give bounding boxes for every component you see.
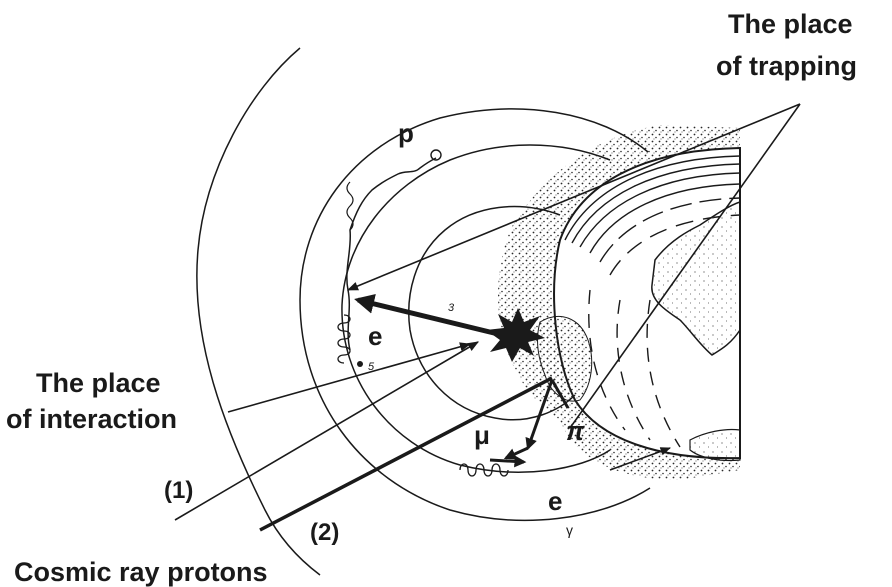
electron-dot	[357, 361, 363, 367]
mark-5: 5	[368, 361, 375, 373]
track-1-label: (1)	[164, 477, 193, 504]
electron-symbol-upper: e	[368, 321, 382, 351]
proton-symbol: p	[398, 118, 414, 148]
muon-symbol: μ	[474, 420, 490, 450]
trapping-label-line1: The place	[728, 9, 853, 39]
electron-symbol-lower: e	[548, 486, 562, 516]
trapping-label-line2: of trapping	[716, 51, 857, 81]
protons-label: Cosmic ray protons	[14, 557, 268, 587]
track-2-label: (2)	[310, 519, 339, 546]
mark-3: 3	[448, 302, 455, 314]
gamma-symbol: γ	[566, 522, 573, 538]
interaction-label-line1: The place	[36, 368, 161, 398]
pion-symbol: π	[566, 416, 585, 446]
interaction-label-line2: of interaction	[6, 404, 177, 434]
proton-track	[347, 158, 436, 350]
muon-spiral	[460, 464, 508, 476]
